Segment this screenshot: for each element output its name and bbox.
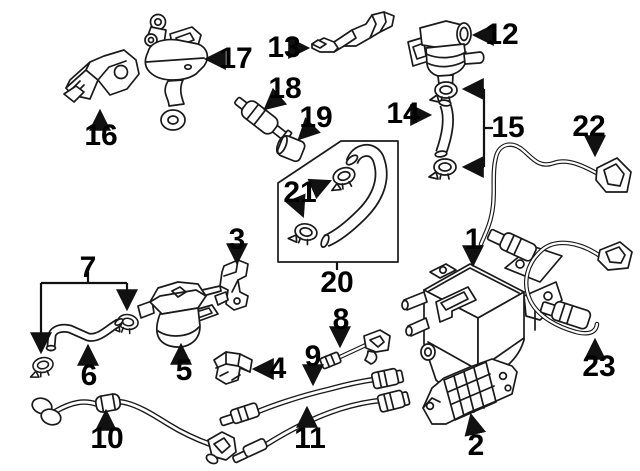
callout-8[interactable]: 8 xyxy=(332,303,350,336)
callout-1[interactable]: 1 xyxy=(464,223,482,256)
vapor-tube-left xyxy=(31,393,237,465)
oxygen-sensor-upstream xyxy=(478,142,632,262)
sensor-bracket xyxy=(63,49,140,103)
callout-15[interactable]: 15 xyxy=(491,111,525,144)
callout-11[interactable]: 11 xyxy=(294,422,326,455)
vapor-tube-upper xyxy=(219,367,405,427)
mounting-bracket xyxy=(311,11,395,53)
callout-2[interactable]: 2 xyxy=(467,429,485,462)
oxygen-sensor-downstream xyxy=(524,240,633,336)
callout-18[interactable]: 18 xyxy=(268,72,302,105)
callout-17[interactable]: 17 xyxy=(219,42,253,75)
hose-cap xyxy=(275,134,306,163)
callout-20[interactable]: 20 xyxy=(320,266,354,299)
sensor-assembly xyxy=(319,329,391,370)
purge-control-valve xyxy=(137,281,222,348)
callout-13[interactable]: 13 xyxy=(267,31,301,64)
vent-hose xyxy=(434,99,454,158)
purge-valve xyxy=(407,20,485,94)
hose-clamp-lower xyxy=(428,158,457,180)
vacuum-control-valve xyxy=(144,13,209,131)
callout-leaders xyxy=(30,24,606,437)
callout-16[interactable]: 16 xyxy=(84,119,118,152)
callout-23[interactable]: 23 xyxy=(582,350,616,383)
vacuum-hose xyxy=(45,317,124,352)
callout-7[interactable]: 7 xyxy=(79,251,97,284)
callout-22[interactable]: 22 xyxy=(572,110,606,143)
canister-bracket xyxy=(422,358,518,425)
callout-6[interactable]: 6 xyxy=(80,359,98,392)
callout-9[interactable]: 9 xyxy=(304,340,322,373)
callout-3[interactable]: 3 xyxy=(228,223,246,256)
callout-10[interactable]: 10 xyxy=(90,422,124,455)
callout-14[interactable]: 14 xyxy=(386,97,420,130)
callout-21[interactable]: 21 xyxy=(283,176,317,209)
vapor-tube-lower xyxy=(232,389,411,464)
callout-19[interactable]: 19 xyxy=(299,101,333,134)
callout-4[interactable]: 4 xyxy=(269,352,287,385)
valve-bracket xyxy=(214,259,249,311)
hose-clamp-upper xyxy=(429,81,458,103)
callout-5[interactable]: 5 xyxy=(175,354,193,387)
callout-12[interactable]: 12 xyxy=(485,18,519,51)
tube-clamp-bracket xyxy=(213,351,253,385)
